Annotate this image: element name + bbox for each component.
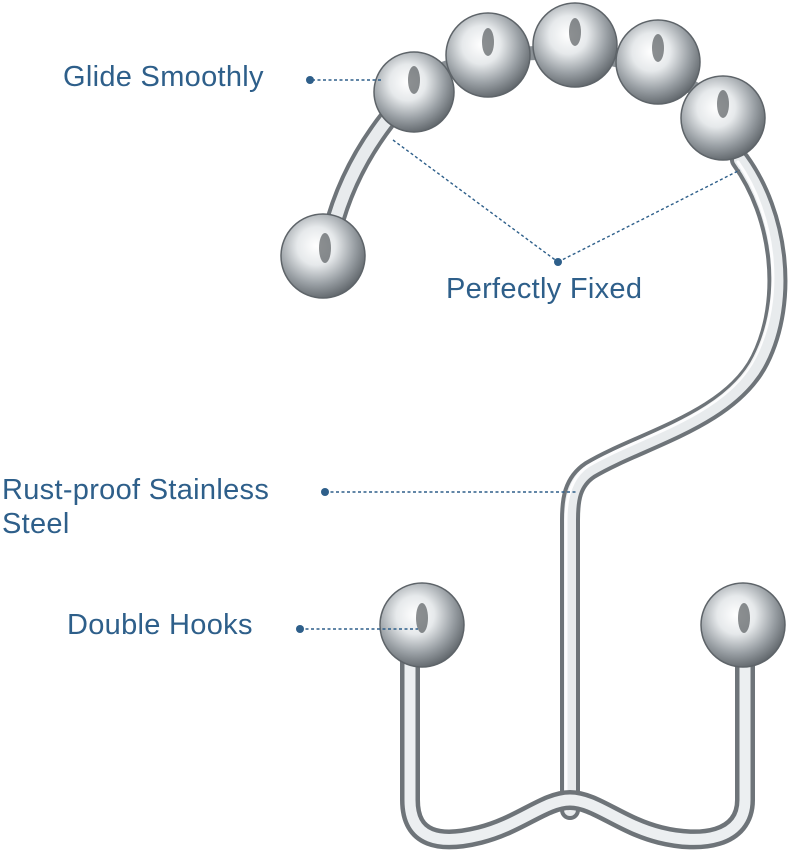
- hooks-leader-dot: [296, 625, 304, 633]
- leader-dots: [296, 76, 562, 633]
- leader-lines: [300, 79, 741, 630]
- hook-rod: [322, 46, 788, 850]
- callout-double-hooks: Double Hooks: [67, 609, 253, 641]
- fixed-leader-dot: [554, 258, 562, 266]
- callout-rust-proof-line1: Rust-proof Stainless: [2, 474, 270, 506]
- glide-leader-dot: [306, 76, 314, 84]
- fixed-leader-line-left: [392, 139, 559, 263]
- rust-leader-dot: [321, 488, 329, 496]
- callout-rust-proof-line2: Steel: [2, 508, 70, 540]
- end-balls: [280, 213, 786, 668]
- callout-glide-smoothly: Glide Smoothly: [63, 61, 264, 93]
- fixed-leader-line-right: [557, 169, 741, 263]
- callout-perfectly-fixed: Perfectly Fixed: [446, 273, 643, 305]
- roller-beads: [373, 2, 766, 161]
- callout-rust-proof: Rust-proof Stainless Steel: [2, 473, 269, 541]
